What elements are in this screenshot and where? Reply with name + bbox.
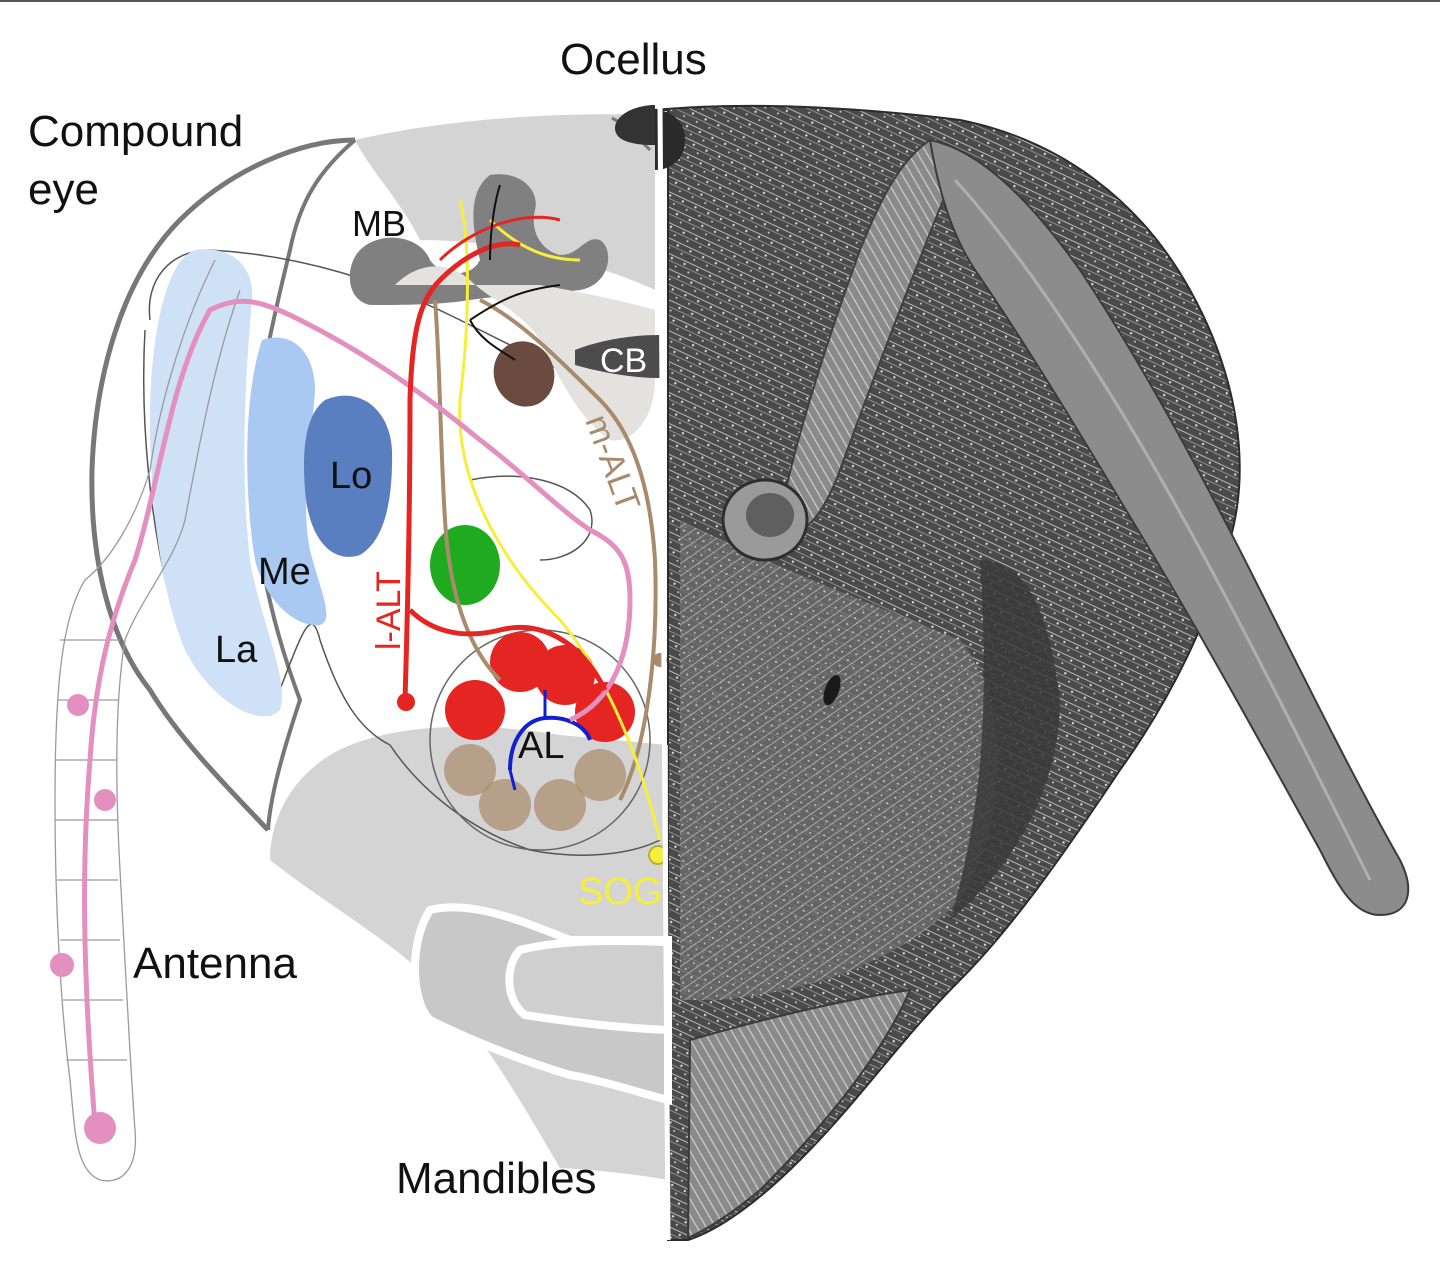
top-border xyxy=(0,0,1440,2)
ocellus-shape xyxy=(615,105,655,145)
label-me: Me xyxy=(258,551,311,593)
l-alt-soma xyxy=(397,693,415,711)
label-lo: Lo xyxy=(330,455,372,497)
label-compound-eye-1: Compound xyxy=(28,107,243,156)
mushroom-body xyxy=(349,174,655,441)
tracts xyxy=(82,184,662,1126)
label-al: AL xyxy=(518,725,564,767)
antennal-lobe xyxy=(429,629,651,851)
label-l-alt: l-ALT xyxy=(370,571,408,650)
label-compound-eye-2: eye xyxy=(28,165,99,214)
medulla xyxy=(247,337,327,626)
label-la: La xyxy=(215,629,258,671)
label-ocellus: Ocellus xyxy=(560,35,707,84)
central-body xyxy=(575,335,660,378)
label-sog: SOG xyxy=(578,871,662,913)
midline xyxy=(657,104,671,1241)
label-antenna: Antenna xyxy=(133,939,297,988)
sem-head-photo xyxy=(654,104,1410,1241)
lobula xyxy=(304,395,393,557)
label-mb: MB xyxy=(352,203,406,244)
label-cb: CB xyxy=(600,342,647,380)
label-mandibles: Mandibles xyxy=(396,1154,597,1203)
antenna-somata xyxy=(50,694,116,1144)
lateral-horn xyxy=(430,525,500,605)
lateral-horn-body xyxy=(493,341,555,407)
